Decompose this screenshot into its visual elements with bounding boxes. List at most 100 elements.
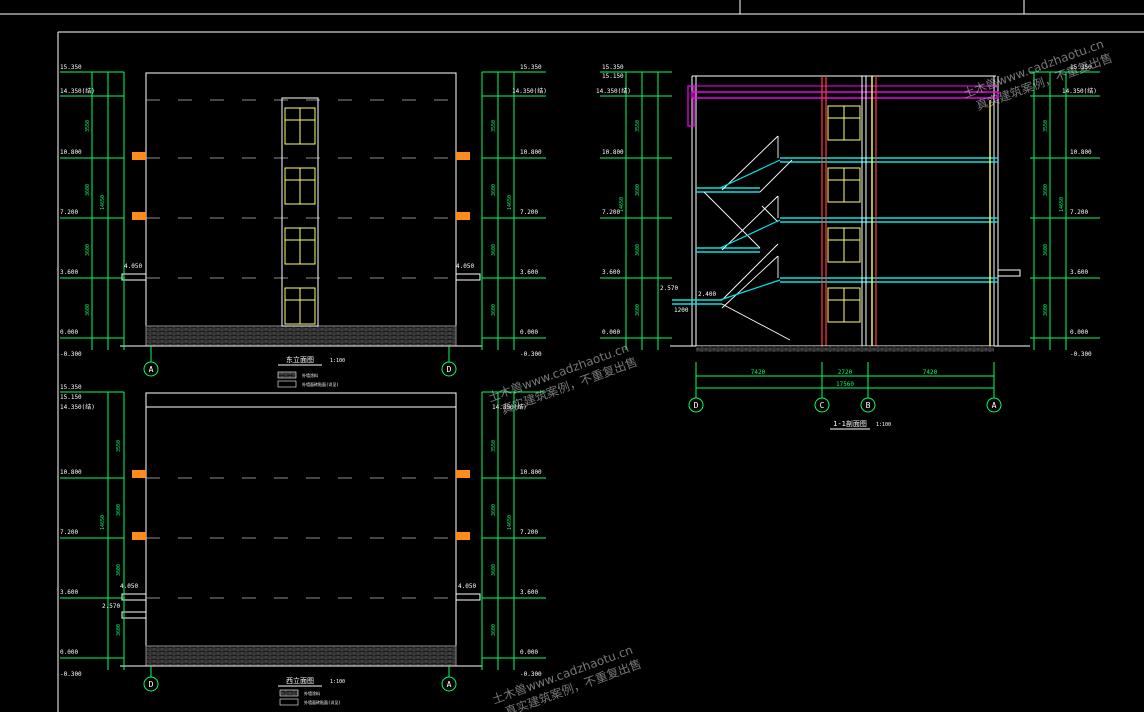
section-stair-cyan bbox=[719, 159, 781, 301]
west-level-roof-r: 14.350(结) bbox=[492, 403, 527, 411]
section-ground-hatch bbox=[696, 346, 994, 352]
west-canopy-level-l: 4.050 bbox=[120, 583, 138, 590]
east-level-roof-r: 14.350(结) bbox=[512, 87, 547, 95]
section-view-scale: 1:100 bbox=[876, 422, 891, 428]
east-view-scale: 1:100 bbox=[330, 358, 345, 364]
east-level-ground-l: 0.000 bbox=[60, 329, 78, 336]
section-window-column bbox=[821, 76, 991, 346]
west-level-parapet-l: 15.150 bbox=[60, 394, 82, 401]
east-level-f2-r: 3.600 bbox=[520, 269, 538, 276]
section-1-1: 15.350 15.150 14.350(结) 10.800 7.200 3.6… bbox=[596, 64, 1100, 430]
section-span-2: 2720 bbox=[838, 369, 853, 376]
east-elevation: 15.350 14.350(结) 10.800 7.200 3.600 0.00… bbox=[60, 64, 547, 388]
east-dim-r-storey-1: 3600 bbox=[491, 184, 497, 196]
east-canopy-level-l: 4.050 bbox=[124, 263, 142, 270]
section-dim-r-storey-1: 3600 bbox=[1043, 184, 1049, 196]
section-level-roof-top-l: 15.350 bbox=[602, 64, 624, 71]
west-dim-r-storey-3: 3600 bbox=[491, 624, 497, 636]
west-level-outdoor-l: -0.300 bbox=[60, 671, 82, 678]
east-vents bbox=[132, 152, 470, 220]
east-dim-total: 14650 bbox=[100, 195, 106, 210]
section-level-f3-l: 7.200 bbox=[602, 209, 620, 216]
east-level-f3-l: 7.200 bbox=[60, 209, 78, 216]
east-dim-upper: 3550 bbox=[85, 120, 91, 132]
east-view-title: 东立面图 bbox=[286, 355, 314, 364]
west-elevation: 15.350 15.150 14.350(结) 10.800 7.200 3.6… bbox=[60, 384, 546, 706]
section-level-ground-l: 0.000 bbox=[602, 329, 620, 336]
section-left-dims bbox=[600, 71, 672, 350]
section-view-title: 1-1剖面图 bbox=[833, 419, 867, 428]
section-level-roof-r: 14.350(结) bbox=[1062, 87, 1097, 95]
east-legend-item2: 外墙面砖贴面(详见) bbox=[302, 381, 339, 387]
section-dim-storey-1: 3600 bbox=[635, 184, 641, 196]
section-level-f3-r: 7.200 bbox=[1070, 209, 1088, 216]
west-level-f2-l: 3.600 bbox=[60, 589, 78, 596]
west-view-scale: 1:100 bbox=[330, 679, 345, 685]
section-level-roof-top-r: 15.350 bbox=[1070, 64, 1092, 71]
section-level-roof-l: 14.350(结) bbox=[596, 87, 631, 95]
west-canopy-level-r: 4.050 bbox=[458, 583, 476, 590]
section-dim-total: 14650 bbox=[619, 197, 625, 212]
west-level-f4-l: 10.800 bbox=[60, 469, 82, 476]
west-dim-r-upper: 3550 bbox=[491, 440, 497, 452]
west-view-title: 西立面图 bbox=[286, 676, 314, 685]
east-dim-storey-1: 3600 bbox=[85, 184, 91, 196]
east-canopy-level-r: 4.050 bbox=[456, 263, 474, 270]
west-level-ground-l: 0.000 bbox=[60, 649, 78, 656]
west-vents bbox=[132, 470, 470, 540]
east-dim-r-upper: 3550 bbox=[491, 120, 497, 132]
west-level-outdoor-r: -0.300 bbox=[520, 671, 542, 678]
west-entry-level: 2.570 bbox=[102, 603, 120, 610]
east-legend: 外墙涂料 外墙面砖贴面(详见) bbox=[277, 371, 339, 388]
section-level-f4-r: 10.800 bbox=[1070, 149, 1092, 156]
west-left-dims bbox=[60, 391, 125, 670]
east-axis-bubbles bbox=[143, 346, 457, 377]
section-dim-upper: 3550 bbox=[635, 120, 641, 132]
section-right-canopy bbox=[997, 269, 1021, 277]
east-level-ground-r: 0.000 bbox=[520, 329, 538, 336]
section-roof-beam bbox=[687, 85, 999, 127]
east-plinth bbox=[145, 325, 457, 347]
section-axis-3: B bbox=[866, 401, 871, 410]
east-level-roof-l: 14.350(结) bbox=[60, 87, 95, 95]
east-left-dims bbox=[60, 71, 125, 350]
west-right-dims bbox=[481, 391, 546, 670]
west-legend-item2: 外墙面砖贴面(详见) bbox=[304, 699, 341, 705]
east-level-roof-top-l: 15.350 bbox=[60, 64, 82, 71]
west-building-outline bbox=[145, 392, 457, 647]
east-dim-storey-3: 3600 bbox=[85, 304, 91, 316]
east-right-dims bbox=[481, 71, 546, 350]
east-dim-storey-2: 3600 bbox=[85, 244, 91, 256]
west-level-f3-l: 7.200 bbox=[60, 529, 78, 536]
west-dim-r-storey-1: 3600 bbox=[491, 504, 497, 516]
east-level-f2-l: 3.600 bbox=[60, 269, 78, 276]
section-stairs bbox=[703, 135, 793, 341]
section-dim-r-storey-2: 3600 bbox=[1043, 244, 1049, 256]
west-level-f3-r: 7.200 bbox=[520, 529, 538, 536]
section-level-f4-l: 10.800 bbox=[602, 149, 624, 156]
section-axis-bubbles bbox=[688, 396, 1002, 413]
east-axis-left: A bbox=[149, 365, 154, 374]
section-axis-4: A bbox=[992, 401, 997, 410]
west-dim-upper: 3550 bbox=[116, 440, 122, 452]
west-level-roof-top-l: 15.350 bbox=[60, 384, 82, 391]
section-entry-width: 1200 bbox=[674, 307, 689, 314]
section-level-entry: 2.570 bbox=[660, 285, 678, 292]
east-level-f4-l: 10.800 bbox=[60, 149, 82, 156]
section-windows bbox=[827, 105, 861, 323]
west-dim-r-total: 14650 bbox=[507, 515, 513, 530]
section-level-ground-r: 0.000 bbox=[1070, 329, 1088, 336]
east-level-outdoor-l: -0.300 bbox=[60, 351, 82, 358]
west-dim-total: 14650 bbox=[100, 515, 106, 530]
section-dim-storey-2: 3600 bbox=[635, 244, 641, 256]
section-horizontal-dims bbox=[695, 362, 995, 396]
section-span-1: 7420 bbox=[751, 369, 766, 376]
west-level-ground-r: 0.000 bbox=[520, 649, 538, 656]
west-legend-item1: 外墙涂料 bbox=[304, 690, 320, 696]
east-window-stack bbox=[281, 97, 319, 327]
west-axis-right: A bbox=[447, 680, 452, 689]
west-axis-left: D bbox=[149, 680, 154, 689]
west-level-roof-l: 14.350(结) bbox=[60, 403, 95, 411]
west-dim-r-storey-2: 3600 bbox=[491, 564, 497, 576]
